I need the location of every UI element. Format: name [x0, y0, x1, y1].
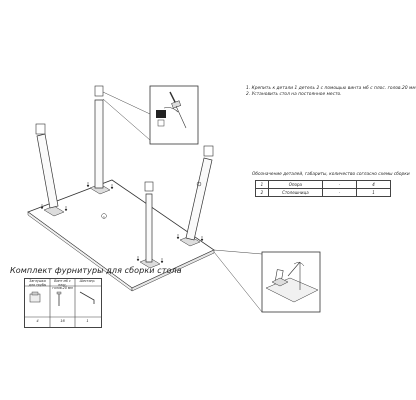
part-name: Столешница: [267, 188, 323, 197]
detail-callout-top: [102, 85, 199, 145]
kit-item-quantity: 16: [60, 319, 65, 323]
kit-item-quantity: 1: [86, 319, 89, 323]
part-number: 2: [255, 188, 269, 197]
kit-grid: [25, 279, 101, 327]
part-mark: -: [321, 180, 357, 189]
leg-left: [35, 123, 59, 209]
leg-front: [144, 181, 154, 263]
part-quantity: 4: [355, 180, 392, 189]
center-mark: [101, 213, 107, 219]
tabletop: 1: [27, 179, 215, 292]
kit-item-quantity: 4: [36, 319, 39, 323]
part-number: 1: [255, 180, 269, 189]
assembly-instructions: 1. Крепить к детали 1 детель 2 с помощью…: [246, 86, 416, 98]
table-row: 2 Столешница - 1: [255, 188, 392, 197]
instruction-step-1: 1. Крепить к детали 1 детель 2 с помощью…: [246, 86, 416, 91]
assembly-sheet: 1: [10, 85, 416, 328]
hex-key-icon: [79, 291, 95, 304]
svg-text:1: 1: [103, 215, 105, 219]
assembly-drawing: 1: [27, 85, 321, 313]
kit-item-header: Винт м6 с плос. голов.20 мм: [52, 279, 73, 291]
kit-title: Комплект фурнитуры для сборки стола: [10, 266, 182, 275]
leg-right: [185, 145, 214, 241]
kit-item-header: Шестигр.: [79, 279, 96, 283]
kit-item-header: Заглушка для трубы: [28, 279, 47, 287]
parts-table-caption: Обозначение деталей, габариты, количеств…: [252, 172, 410, 177]
parts-table: 1 Опора - 4 2 Столешница - 1: [255, 180, 392, 197]
screw-icon: [56, 291, 62, 306]
screw-arrows: [40, 182, 204, 264]
kit-contents: Заглушка для трубы Винт м6 с плос. голов…: [24, 278, 102, 328]
tube-plug-icon: [29, 291, 41, 303]
detail-callout-bottom: [213, 249, 321, 313]
instruction-step-2: 2. Установить стол на постоянное место.: [246, 92, 342, 97]
part-quantity: 1: [355, 188, 392, 197]
table-row: 1 Опора - 4: [255, 180, 392, 189]
leg-back: [94, 85, 104, 189]
part-name: Опора: [267, 180, 323, 189]
part-mark: -: [321, 188, 357, 197]
